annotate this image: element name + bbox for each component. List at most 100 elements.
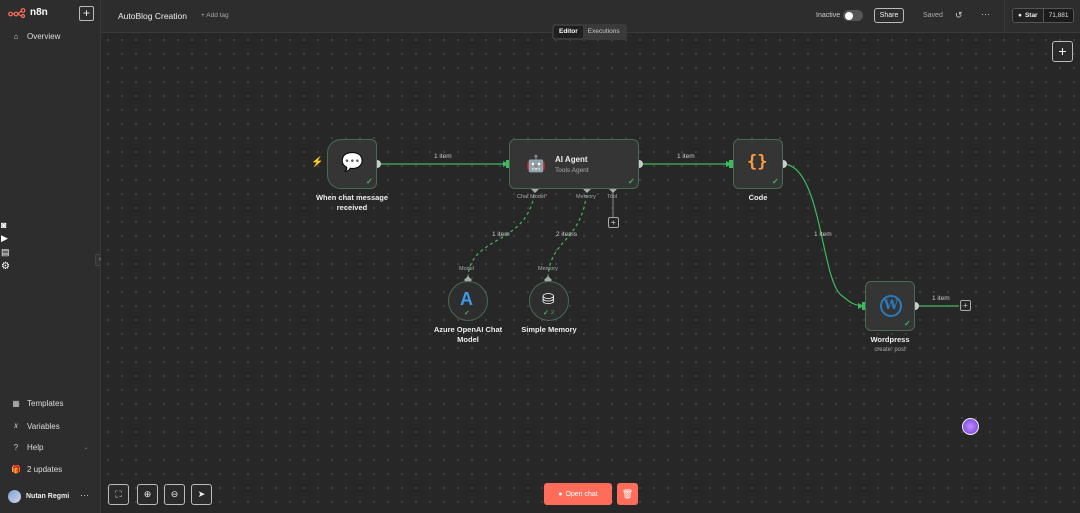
create-workflow-button[interactable]: +	[79, 6, 94, 21]
help-icon: ?	[13, 443, 19, 452]
port-label-tool: Tool	[607, 194, 618, 200]
open-chat-button[interactable]: ● Open chat	[544, 483, 612, 505]
sidebar-item-label: Variables	[27, 421, 60, 431]
success-check-icon: ✓	[904, 319, 911, 328]
edge-label-code-wordpress: 1 item	[814, 231, 832, 238]
node-subtitle: Tools Agent	[555, 167, 589, 174]
delete-execution-button[interactable]: 🗑	[617, 483, 638, 505]
add-tag-button[interactable]: + Add tag	[201, 12, 229, 19]
ai-assistant-button[interactable]	[962, 418, 979, 435]
chat-bubbles-icon: 💬	[341, 152, 364, 172]
add-tool-button[interactable]: +	[608, 217, 619, 228]
user-menu[interactable]: Nutan Regmi	[8, 490, 69, 503]
node-simple-memory[interactable]: ⛁ ✓ 2	[529, 281, 569, 321]
node-label: Simple Memory	[521, 325, 577, 334]
variables-icon: 𝑥	[13, 421, 19, 430]
edge-label-agent-code: 1 item	[677, 153, 695, 160]
logo[interactable]: n8n	[8, 7, 48, 18]
chat-icon: ●	[558, 490, 563, 498]
sidebar-item-overview[interactable]: ⌂ Overview	[11, 32, 61, 41]
node-label-line: Model	[457, 335, 479, 344]
user-name: Nutan Regmi	[26, 493, 70, 500]
chevron-down-icon: ⌄	[83, 445, 89, 451]
sidebar-item-templates[interactable]: ▦ Templates	[11, 399, 63, 408]
more-options-icon[interactable]: ···	[981, 9, 990, 19]
node-chat-trigger[interactable]: 💬 ✓	[327, 139, 377, 189]
sidebar-item-help[interactable]: ? Help ⌄	[11, 443, 89, 452]
node-label: When chat message received	[302, 193, 402, 213]
github-star-label: Star	[1024, 12, 1038, 19]
arrow-head	[858, 303, 864, 309]
tidy-up-button[interactable]: ➤	[191, 484, 212, 505]
editor-tabs: Editor Executions	[552, 24, 627, 40]
github-icon: ●	[1018, 12, 1022, 19]
github-star-left: ● Star	[1013, 9, 1043, 22]
logo-text: n8n	[30, 7, 48, 18]
user-more-icon[interactable]: ···	[80, 490, 89, 500]
n8n-logo-icon	[8, 7, 26, 18]
node-label-line: When chat message	[315, 193, 389, 202]
share-button[interactable]: Share	[874, 8, 904, 23]
port-label-memory-sub: Memory	[538, 266, 558, 272]
node-code[interactable]: {} ✓	[733, 139, 783, 189]
sidebar-item-label: Help	[27, 443, 44, 452]
sidebar-item-label: Overview	[27, 32, 61, 41]
edge-code-wordpress	[782, 163, 864, 307]
trigger-bolt-icon: ⚡	[311, 157, 324, 168]
history-icon[interactable]: ↺	[955, 10, 963, 20]
gift-icon: 🎁	[11, 465, 21, 474]
node-subtitle: create: post	[874, 347, 906, 353]
fit-view-button[interactable]: ⛶	[108, 484, 129, 505]
saved-status: Saved	[923, 12, 943, 19]
sidebar-item-label: Templates	[27, 399, 64, 408]
node-ai-agent[interactable]: 🤖 AI Agent Tools Agent ✓	[509, 139, 639, 189]
side-tools: ◙ ▶ ▤ ⚙	[1, 220, 10, 272]
sidebar: n8n + ⌂ Overview ◙ ▶ ▤ ⚙ ‹ ▦ Templates 𝑥…	[0, 0, 105, 513]
add-next-node-button[interactable]: +	[960, 300, 971, 311]
robot-icon: 🤖	[526, 156, 546, 173]
success-check-icon: ✓	[464, 310, 470, 317]
github-star-button[interactable]: ● Star 71,881	[1012, 8, 1075, 23]
tab-editor[interactable]: Editor	[554, 26, 583, 38]
port-agent-in	[506, 160, 510, 168]
edge-memory-link	[547, 188, 588, 280]
node-label: Code	[748, 193, 768, 202]
port-code-in	[729, 160, 733, 168]
github-star-count: 71,881	[1042, 9, 1074, 22]
sidebar-item-variables[interactable]: 𝑥 Variables	[11, 421, 60, 431]
sidebar-item-updates[interactable]: 🎁 2 updates	[11, 465, 62, 474]
workflow-name[interactable]: AutoBlog Creation	[118, 11, 187, 21]
add-node-button[interactable]: +	[1052, 41, 1073, 62]
wordpress-icon: W	[880, 295, 902, 317]
open-chat-label: Open chat	[565, 490, 598, 498]
header-divider	[1004, 0, 1005, 33]
node-label: Wordpress	[870, 335, 910, 344]
zoom-out-button[interactable]: ⊖	[164, 484, 185, 505]
azure-icon: A	[460, 289, 473, 309]
zoom-in-button[interactable]: ⊕	[137, 484, 158, 505]
folder-icon[interactable]: ▤	[1, 247, 10, 257]
camera-icon[interactable]: ◙	[1, 220, 7, 230]
success-check-icon: ✓	[628, 177, 635, 186]
edge-model-link	[467, 188, 536, 280]
node-title: AI Agent	[555, 155, 588, 164]
port-label-chat-model: Chat Model*	[517, 194, 547, 200]
edge-label-model: 1 item	[492, 231, 510, 238]
node-wordpress[interactable]: W ✓	[865, 281, 915, 331]
port-wordpress-in	[862, 302, 866, 310]
gear-icon[interactable]: ⚙	[1, 261, 10, 272]
workflow-canvas[interactable]: +	[101, 33, 1080, 513]
active-status-label: Inactive	[816, 12, 841, 19]
tab-executions[interactable]: Executions	[587, 28, 620, 35]
connections	[373, 160, 959, 310]
sidebar-item-label: 2 updates	[27, 465, 63, 474]
node-label: Azure OpenAI Chat Model	[418, 325, 518, 345]
database-icon: ⛁	[542, 291, 555, 308]
node-azure-openai[interactable]: A ✓	[448, 281, 488, 321]
video-icon[interactable]: ▶	[1, 233, 8, 243]
code-braces-icon: {}	[747, 152, 768, 172]
active-toggle[interactable]	[843, 10, 863, 21]
run-count: 2	[551, 310, 555, 316]
port-label-text: Chat Model	[517, 194, 546, 200]
